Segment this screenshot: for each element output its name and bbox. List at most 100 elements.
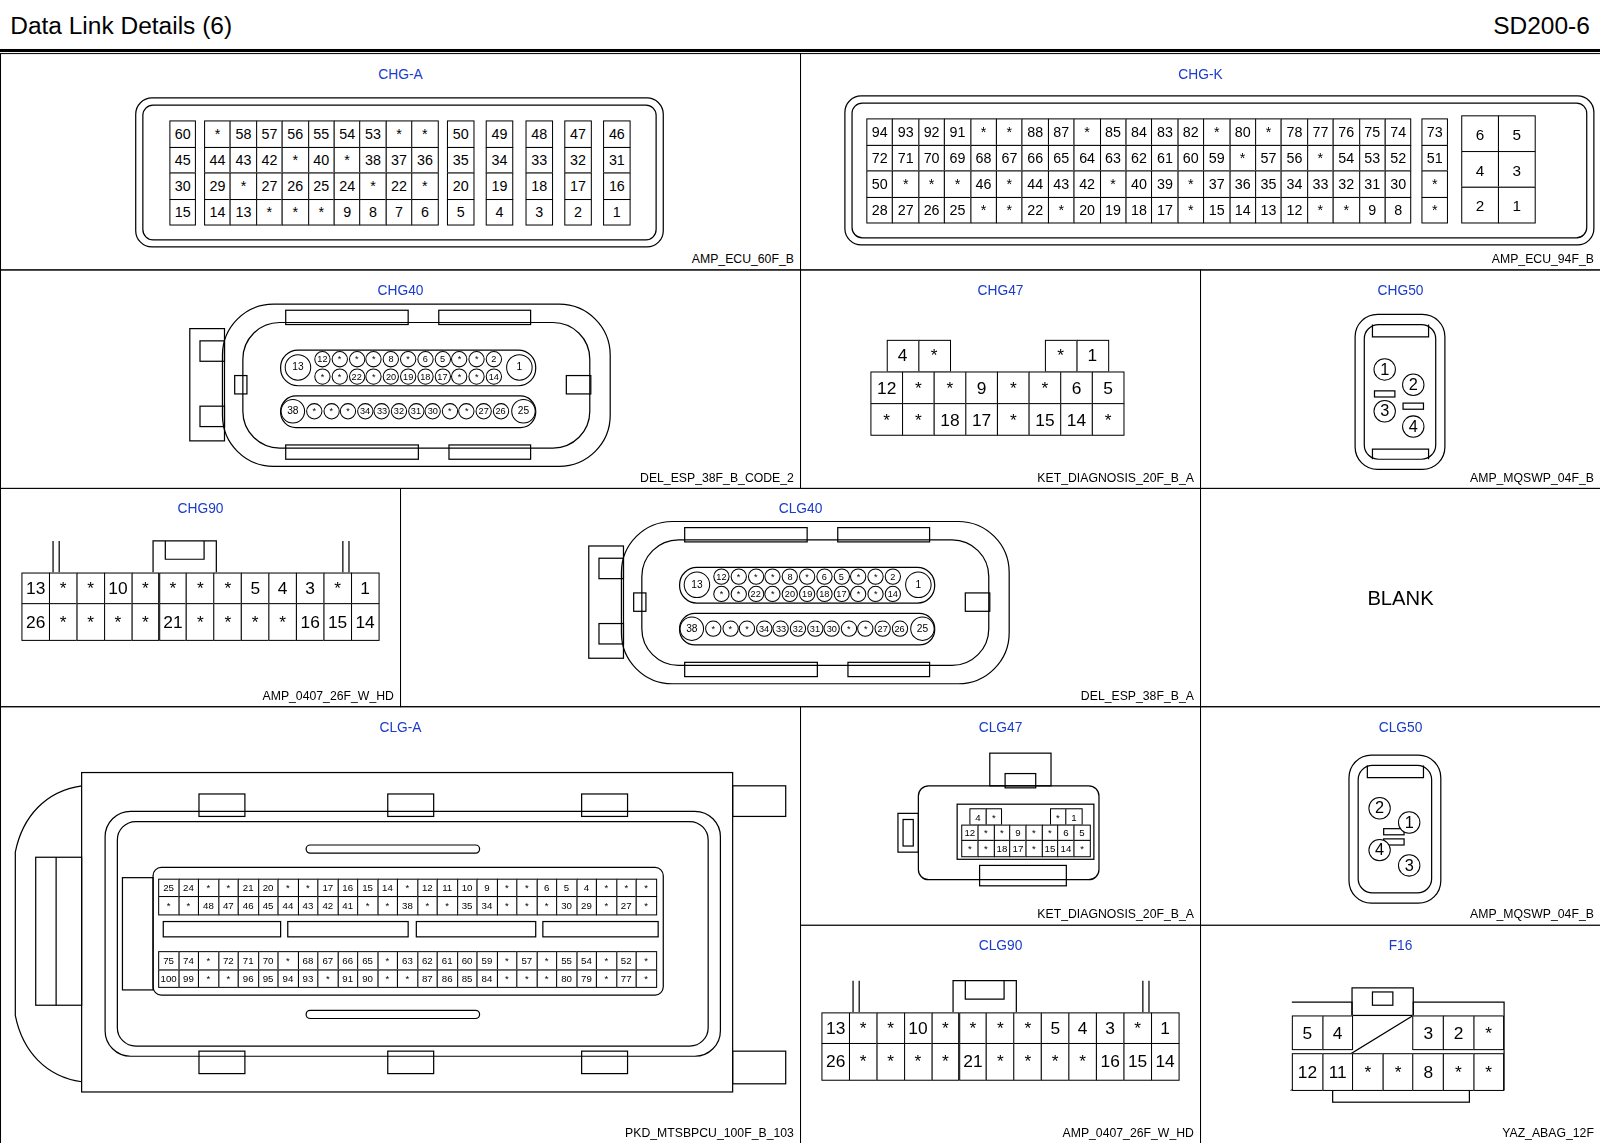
pin-number: 67 — [996, 144, 1023, 171]
pin-number: * — [986, 1043, 1014, 1081]
pin-number: 73 — [1421, 118, 1448, 145]
pin-number: 43 — [1048, 170, 1075, 197]
pin-number: 4 — [969, 809, 986, 826]
pin-number: * — [49, 603, 77, 641]
pin-number: 70 — [918, 144, 945, 171]
chg-a-housing — [136, 98, 664, 247]
pin-number: 11 — [1322, 1053, 1353, 1091]
pin-number: * — [1029, 371, 1062, 404]
pin-number: 47 — [565, 120, 592, 147]
pin-number: * — [902, 403, 935, 436]
pin-number: 37 — [386, 146, 413, 173]
pin-number: 90 — [357, 969, 378, 988]
pin-number: 52 — [1385, 144, 1412, 171]
pin-number: 71 — [892, 144, 919, 171]
pin-number: 35 — [447, 146, 474, 173]
pin-number: 5 — [1041, 1012, 1069, 1044]
pin-number: * — [902, 371, 935, 404]
pin-number: * — [1307, 144, 1334, 171]
pin-number: 11 — [437, 878, 458, 897]
pin-number: * — [451, 351, 467, 367]
connector-panel: CLG-APKD_MTSBPCU_100F_B_103 — [0, 706, 801, 1143]
sheet-number: SD200-6 — [1493, 11, 1590, 40]
pin-number: * — [314, 368, 330, 384]
pin-number: * — [131, 603, 159, 641]
pin-number: 35 — [1255, 170, 1282, 197]
pin-number: 26 — [492, 403, 508, 419]
pin-number: * — [1068, 1043, 1096, 1081]
pin-number: 2 — [1443, 1015, 1474, 1050]
pin-number: 21 — [238, 878, 259, 897]
pin-number: 12 — [417, 878, 438, 897]
pin-number: * — [366, 351, 382, 367]
pin-number: 13 — [230, 198, 257, 225]
pin-number: 55 — [556, 951, 577, 970]
pin-number: * — [997, 403, 1030, 436]
pin-number: 54 — [334, 120, 361, 147]
pin-number: 39 — [1151, 170, 1178, 197]
pin-number: 14 — [486, 368, 502, 384]
pin-number: 57 — [256, 120, 283, 147]
pin-number: 82 — [1177, 118, 1204, 145]
pin-number: 27 — [476, 403, 492, 419]
pin-number: 29 — [576, 896, 597, 915]
pin-number: 12 — [870, 371, 903, 404]
pin-number: 50 — [866, 170, 893, 197]
pin-number: 63 — [1100, 144, 1127, 171]
pin-number: 4 — [486, 198, 513, 225]
pin-number: 17 — [965, 403, 998, 436]
pin-number: 44 — [278, 896, 299, 915]
pin-number: 33 — [526, 146, 553, 173]
pin-number: 34 — [486, 146, 513, 173]
pin-number: 72 — [218, 951, 239, 970]
pin-number: * — [282, 198, 309, 225]
pin-number: * — [739, 620, 755, 636]
pin-number: 5 — [1074, 824, 1091, 841]
pin-number: * — [218, 878, 239, 897]
pin-number: * — [76, 573, 104, 605]
pin-number: 59 — [1203, 144, 1230, 171]
pin-number: * — [596, 969, 617, 988]
pin-number: * — [278, 951, 299, 970]
pin-number: * — [765, 568, 781, 584]
clg-a-housing — [15, 773, 785, 1092]
pin-number: 13 — [1255, 196, 1282, 223]
pin-number: * — [636, 878, 657, 897]
pin-number: 94 — [866, 118, 893, 145]
pin-number: * — [198, 878, 219, 897]
pin-number: * — [496, 896, 517, 915]
pin-number: 20 — [447, 172, 474, 199]
pin-number: 2 — [1368, 797, 1390, 819]
pin-number: * — [1041, 1043, 1069, 1081]
pin-number: 4 — [576, 878, 597, 897]
pin-number: * — [977, 824, 994, 841]
pin-number: 6 — [536, 878, 557, 897]
pin-number: * — [596, 878, 617, 897]
pin-number: * — [850, 568, 866, 584]
pin-number: * — [1307, 196, 1334, 223]
pin-number: * — [49, 573, 77, 605]
pin-number: 28 — [866, 196, 893, 223]
pin-number: 1 — [351, 573, 379, 605]
pin-number: * — [1044, 339, 1077, 372]
pin-number: * — [1025, 840, 1042, 857]
pin-number: 61 — [1151, 144, 1178, 171]
pin-number: 6 — [1461, 115, 1499, 152]
pin-number: 69 — [944, 144, 971, 171]
connector-panel: CHG50AMP_MQSWP_04F_B — [1200, 269, 1600, 488]
pin-number: * — [377, 951, 398, 970]
pin-number: 14 — [1060, 403, 1093, 436]
pin-number: 88 — [1022, 118, 1049, 145]
pin-number: 4 — [1322, 1015, 1353, 1050]
pin-number: 84 — [1126, 118, 1153, 145]
pin-number: 86 — [437, 969, 458, 988]
pin-number: 2 — [1402, 374, 1424, 396]
pin-number: 96 — [238, 969, 259, 988]
pin-number: 5 — [556, 878, 577, 897]
pin-number: 70 — [258, 951, 279, 970]
pin-number: 65 — [1048, 144, 1075, 171]
pin-number: * — [799, 568, 815, 584]
pin-number: * — [411, 120, 438, 147]
pin-number: 6 — [816, 568, 832, 584]
pin-number: * — [858, 620, 874, 636]
